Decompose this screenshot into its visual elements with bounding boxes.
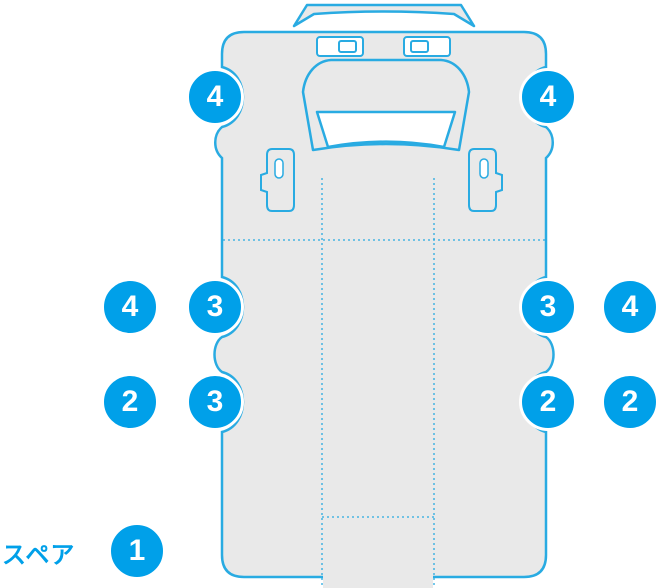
position-marker-middle-left-inner: 3 [186, 278, 244, 336]
position-marker-middle-left-outer: 4 [101, 278, 159, 336]
mirror-right [468, 148, 503, 212]
position-marker-front-left: 4 [186, 68, 244, 126]
position-marker-front-right: 4 [519, 68, 577, 126]
spare-label: スペア [2, 542, 76, 569]
mirror-left [260, 148, 295, 212]
windshield [315, 110, 457, 149]
bed-extension [323, 575, 433, 588]
position-marker-rear-right-outer: 2 [601, 373, 659, 431]
position-marker-rear-left-inner: 3 [186, 373, 244, 431]
dotted-bed-lines [223, 178, 545, 588]
position-marker-rear-left-outer: 2 [101, 373, 159, 431]
roof-vent-right [403, 36, 451, 57]
position-marker-rear-right-inner: 2 [519, 373, 577, 431]
position-marker-middle-right-outer: 4 [601, 278, 659, 336]
position-marker-middle-right-inner: 3 [519, 278, 577, 336]
roof-strip [292, 3, 476, 28]
position-marker-spare: 1 [108, 522, 166, 580]
roof-vent-left [316, 36, 364, 57]
